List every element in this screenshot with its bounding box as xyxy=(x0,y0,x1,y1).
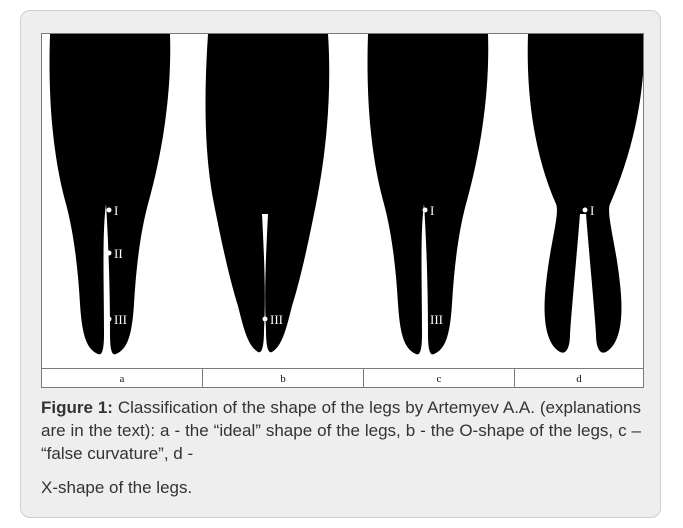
marker-c-2-dot xyxy=(423,317,428,322)
figure-caption: Figure 1: Classification of the shape of… xyxy=(41,396,641,465)
panel-b-silhouette: III xyxy=(206,34,330,352)
caption-last-line: X-shape of the legs. xyxy=(41,476,192,499)
panel-label-c: c xyxy=(364,369,515,388)
legs-illustration: I II III III I III I xyxy=(42,34,643,368)
panel-c-silhouette: I III xyxy=(368,34,489,354)
panel-label-b: b xyxy=(203,369,364,388)
panel-label-row: a b c d xyxy=(42,368,643,388)
marker-a-3-dot xyxy=(107,317,112,322)
caption-text: Classification of the shape of the legs … xyxy=(41,398,641,463)
marker-c-2-label: III xyxy=(430,312,443,327)
marker-b-1-label: III xyxy=(270,312,283,327)
panel-a-silhouette: I II III xyxy=(50,34,171,354)
marker-c-1-dot xyxy=(423,208,428,213)
marker-a-1-label: I xyxy=(114,203,118,218)
figure-image: I II III III I III I a b c xyxy=(41,33,644,388)
caption-label: Figure 1: xyxy=(41,398,113,417)
marker-a-2-label: II xyxy=(114,246,123,261)
marker-b-1-dot xyxy=(263,317,268,322)
marker-a-1-dot xyxy=(107,208,112,213)
panel-d-silhouette: I xyxy=(528,34,643,353)
marker-a-2-dot xyxy=(107,251,112,256)
panel-label-d: d xyxy=(515,369,643,388)
marker-c-1-label: I xyxy=(430,203,434,218)
marker-d-1-dot xyxy=(583,208,588,213)
marker-a-3-label: III xyxy=(114,312,127,327)
marker-d-1-label: I xyxy=(590,203,594,218)
panel-label-a: a xyxy=(42,369,203,388)
